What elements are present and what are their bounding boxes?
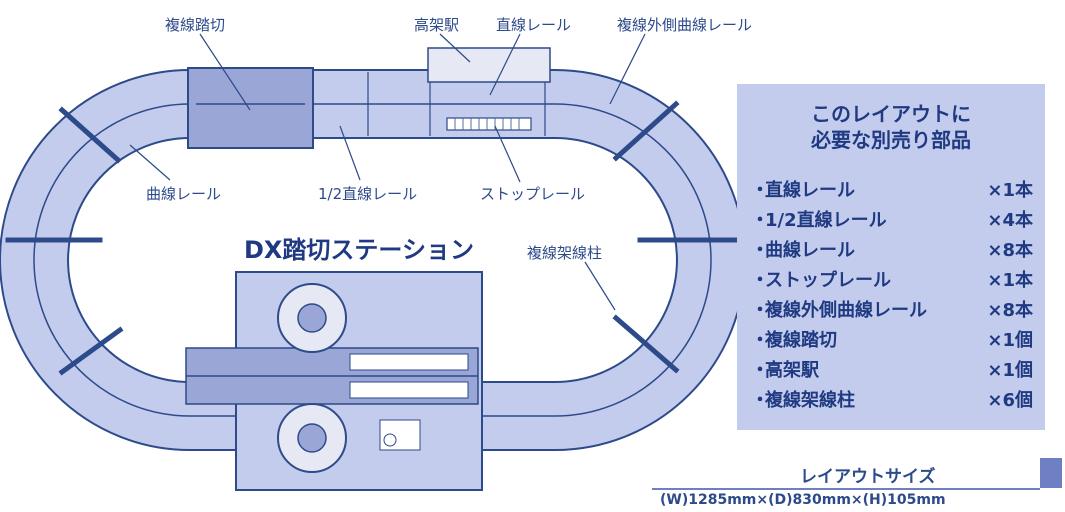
parts-item: ・ 曲線レール ×8本 — [751, 236, 1035, 262]
part-quantity: ×1個 — [987, 330, 1033, 351]
part-name: 高架駅 — [765, 360, 819, 381]
bullet: ・ — [751, 390, 769, 411]
catenary-poles — [5, 100, 743, 376]
label-crossing: 複線踏切 — [165, 16, 226, 34]
crossing-block — [187, 67, 314, 149]
parts-title-line2: 必要な別売り部品 — [811, 128, 971, 152]
bullet: ・ — [751, 270, 769, 291]
parts-item: ・ 直線レール ×1本 — [751, 176, 1035, 202]
dx-station-base — [185, 271, 483, 491]
part-quantity: ×4本 — [987, 210, 1033, 231]
label-half-straight-rail: 1/2直線レール — [318, 185, 418, 203]
bullet: ・ — [751, 240, 769, 261]
stop-rail-block — [446, 117, 532, 131]
leader-lines — [129, 33, 646, 311]
track-divider — [33, 103, 712, 417]
label-outer-curve-rail: 複線外側曲線レール — [617, 16, 753, 34]
part-name: ストップレール — [765, 270, 891, 291]
bullet: ・ — [751, 180, 769, 201]
elevated-station-block — [427, 47, 551, 83]
part-name: 複線架線柱 — [765, 390, 855, 411]
part-quantity: ×6個 — [987, 390, 1033, 411]
layout-size-accent-bar — [1040, 458, 1062, 488]
label-pole: 複線架線柱 — [527, 244, 603, 262]
label-straight-rail: 直線レール — [496, 16, 572, 34]
parts-item: ・ 複線架線柱 ×6個 — [751, 386, 1035, 412]
bullet: ・ — [751, 360, 769, 381]
part-name: 直線レール — [765, 180, 855, 201]
parts-item: ・ 1/2直線レール ×4本 — [751, 206, 1035, 232]
part-name: 1/2直線レール — [765, 210, 887, 231]
bullet: ・ — [751, 330, 769, 351]
part-name: 複線外側曲線レール — [765, 300, 927, 321]
parts-item: ・ ストップレール ×1本 — [751, 266, 1035, 292]
layout-size-title: レイアウトサイズ — [800, 467, 936, 487]
inner-track-edge — [67, 137, 678, 383]
part-quantity: ×8本 — [987, 240, 1033, 261]
parts-item: ・ 高架駅 ×1個 — [751, 356, 1035, 382]
part-quantity: ×1本 — [987, 180, 1033, 201]
label-elevated-station: 高架駅 — [414, 16, 460, 34]
label-curve-rail: 曲線レール — [146, 185, 222, 203]
part-quantity: ×8本 — [987, 300, 1033, 321]
part-quantity: ×1個 — [987, 360, 1033, 381]
parts-title-line1: このレイアウトに — [811, 102, 971, 126]
parts-list-panel: このレイアウトに 必要な別売り部品 ・ 直線レール ×1本 ・ 1/2直線レール… — [737, 84, 1045, 430]
parts-item: ・ 複線踏切 ×1個 — [751, 326, 1035, 352]
parts-item: ・ 複線外側曲線レール ×8本 — [751, 296, 1035, 322]
part-quantity: ×1本 — [987, 270, 1033, 291]
part-name: 複線踏切 — [765, 330, 837, 351]
bullet: ・ — [751, 210, 769, 231]
main-title: DX踏切ステーション — [244, 236, 474, 264]
part-name: 曲線レール — [765, 240, 855, 261]
layout-size-dimensions: (W)1285mm×(D)830mm×(H)105mm — [660, 492, 946, 508]
layout-size-divider — [652, 488, 1040, 490]
label-stop-rail: ストップレール — [480, 185, 586, 203]
bullet: ・ — [751, 300, 769, 321]
